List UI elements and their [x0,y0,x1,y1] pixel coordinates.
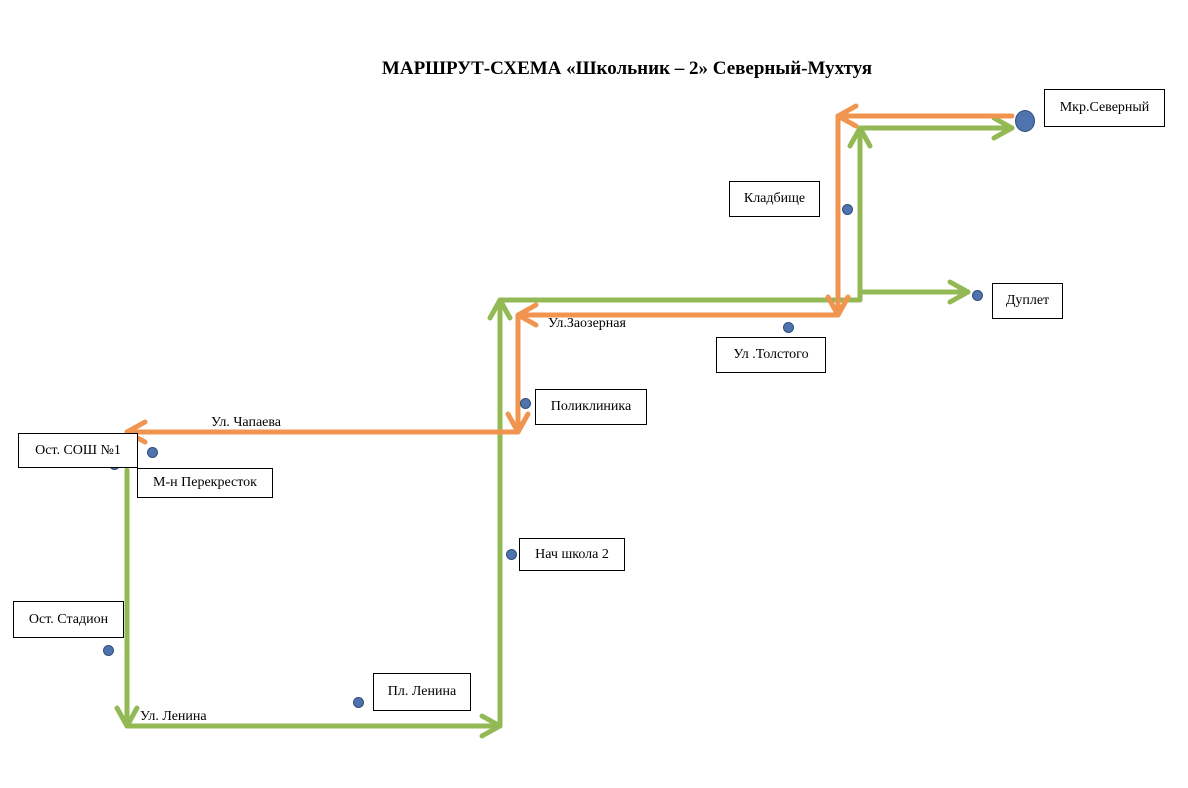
stop-label-perekrestok: М-н Перекресток [137,468,273,498]
stop-label-nach-shkola: Нач школа 2 [519,538,625,571]
return-route [124,103,1015,445]
stop-label-tolstogo: Ул .Толстого [716,337,826,373]
stop-dot-nach-shkola [506,549,517,560]
stop-dot-pl-lenina [353,697,364,708]
stop-label-mkr-severny: Мкр.Северный [1044,89,1165,127]
stop-dot-stadion [103,645,114,656]
stop-label-sosh1: Ост. СОШ №1 [18,433,138,468]
stop-dot-duplet [972,290,983,301]
stop-label-kladbische: Кладбище [729,181,820,217]
stop-dot-mkr-severny [1015,110,1035,132]
stop-label-stadion: Ост. Стадион [13,601,124,638]
stop-dot-perekrestok [147,447,158,458]
street-label-zaozernaya: Ул.Заозерная [548,316,626,331]
street-label-lenina: Ул. Ленина [140,709,207,724]
stop-label-poliklinika: Поликлиника [535,389,647,425]
stop-label-pl-lenina: Пл. Ленина [373,673,471,711]
stop-dot-tolstogo [783,322,794,333]
stop-label-duplet: Дуплет [992,283,1063,319]
street-label-chapaeva: Ул. Чапаева [211,415,282,430]
diagram-title: МАРШРУТ-СХЕМА «Школьник – 2» Северный-Му… [381,58,873,79]
stop-dot-kladbische [842,204,853,215]
stop-dot-poliklinika [520,398,531,409]
forward-route [114,115,1015,739]
